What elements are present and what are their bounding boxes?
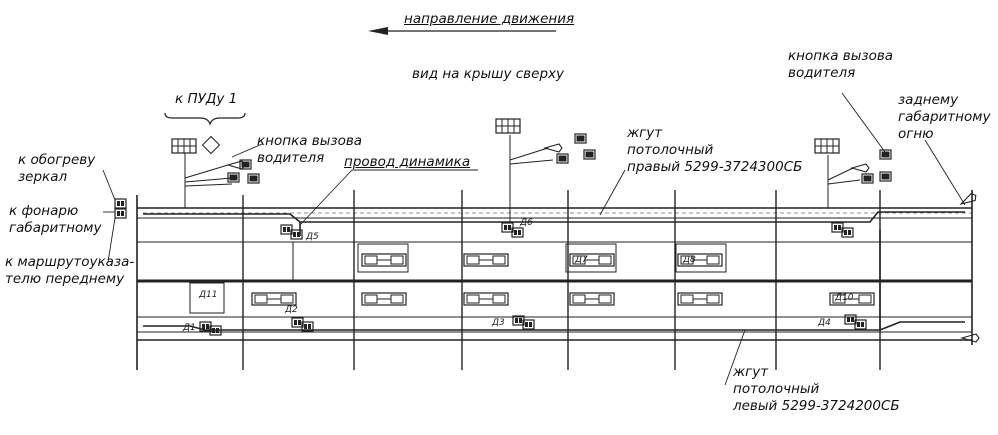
speaker-wire-label: провод динамика: [344, 154, 471, 170]
route-indicator-line-1: к маршрутоуказа-: [5, 254, 135, 270]
tag-d7: Д7: [574, 255, 588, 265]
harness-right-line-2: потолочный: [627, 142, 714, 158]
connectors: [114, 198, 867, 336]
mirror-heat-line-2: зеркал: [18, 169, 68, 185]
driver-call-right-label: кнопка вызова водителя: [788, 48, 893, 82]
harness-right-label: жгут потолочный правый 5299-3724300СБ: [627, 125, 802, 176]
driver-call-left-line-1: кнопка вызова: [257, 133, 363, 149]
mirror-heat-line-1: к обогреву: [18, 152, 96, 168]
harness-right-line-3: правый 5299-3724300СБ: [627, 159, 803, 175]
tag-d8: Д8: [682, 255, 696, 265]
clearance-lamp-line-2: габаритному: [9, 220, 102, 236]
pud-group-mid: [495, 118, 596, 222]
tag-d3: Д3: [491, 318, 505, 328]
pud-group-right: [814, 138, 892, 208]
pud-group-left: [171, 135, 260, 208]
harness-right-line-1: жгут: [627, 125, 663, 141]
tag-d6: Д6: [519, 218, 533, 228]
tag-d11: Д11: [198, 290, 217, 300]
driver-call-left-label: кнопка вызова водителя: [257, 133, 362, 167]
roof-frame: [136, 190, 973, 370]
driver-call-right-line-1: кнопка вызова: [788, 48, 894, 64]
leader-lines: [102, 92, 966, 386]
tags: Д5 Д6 Д7 Д8 Д1 Д2 Д3 Д4 Д11 Д10: [182, 218, 854, 333]
driver-call-right-line-2: водителя: [788, 65, 856, 81]
harness-left-path: [143, 230, 965, 331]
route-indicator-line-2: телю переднему: [5, 271, 125, 287]
tag-d5: Д5: [305, 232, 319, 242]
harness-left-label: жгут потолочный левый 5299-3724200СБ: [733, 364, 900, 415]
direction-arrow: [368, 27, 556, 35]
rear-clearance-line-3: огню: [898, 126, 934, 142]
tag-d10: Д10: [834, 293, 854, 303]
pud-label: к ПУДу 1: [175, 91, 238, 107]
mirror-heat-label: к обогреву зеркал: [18, 152, 95, 186]
roof-view-subtitle: вид на крышу сверху: [412, 66, 564, 82]
clearance-lamp-label: к фонарю габаритному: [9, 203, 101, 237]
clearance-lamp-line-1: к фонарю: [9, 203, 79, 219]
tag-d4: Д4: [817, 318, 831, 328]
harness-left-line-2: потолочный: [733, 381, 820, 397]
route-indicator-label: к маршрутоуказа- телю переднему: [5, 254, 134, 288]
rear-plugs: [958, 191, 980, 343]
rear-clearance-line-2: габаритному: [898, 109, 991, 125]
driver-call-left-line-2: водителя: [257, 150, 325, 166]
tag-d1: Д1: [182, 323, 196, 333]
harness-left-line-1: жгут: [733, 364, 769, 380]
tag-d2: Д2: [284, 305, 298, 315]
rear-clearance-line-1: заднему: [898, 92, 959, 108]
pud-brace: [164, 112, 246, 126]
harness-left-line-3: левый 5299-3724200СБ: [733, 398, 900, 414]
rear-clearance-label: заднему габаритному огню: [898, 92, 990, 143]
direction-title: направление движения: [404, 11, 575, 27]
